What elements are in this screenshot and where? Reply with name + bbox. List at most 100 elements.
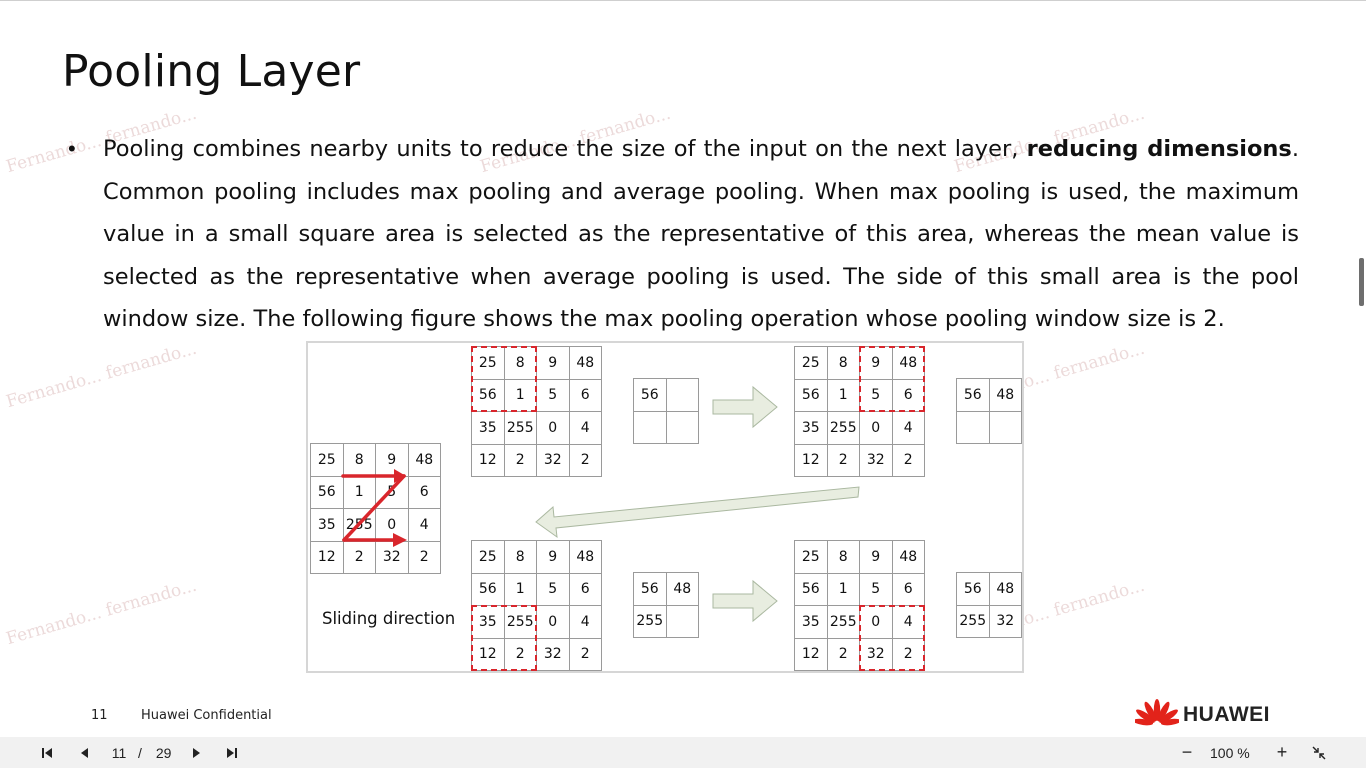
bold-phrase: reducing dimensions — [1026, 136, 1292, 162]
matrix-cell: 1 — [504, 379, 537, 412]
matrix-cell: 0 — [537, 412, 570, 445]
matrix-cell: 255 — [827, 412, 860, 445]
matrix-cell: 8 — [827, 347, 860, 380]
previous-page-icon — [81, 747, 88, 758]
matrix-cell: 6 — [892, 379, 925, 412]
matrix-cell: 2 — [569, 444, 602, 477]
first-page-icon — [42, 747, 52, 758]
previous-page-button[interactable] — [74, 737, 96, 768]
slide-number: 11 — [91, 708, 108, 723]
matrix-cell: 0 — [860, 412, 893, 445]
matrix-cell: 1 — [343, 476, 376, 509]
matrix-cell: 2 — [569, 638, 602, 671]
step1-output-matrix: 56 — [633, 378, 699, 444]
exit-fullscreen-icon — [1312, 746, 1326, 759]
matrix-cell: 35 — [311, 509, 344, 542]
matrix-cell: 5 — [537, 573, 570, 606]
matrix-cell: 0 — [860, 606, 893, 639]
huawei-logo: HUAWEI — [1133, 698, 1285, 732]
viewer-toolbar: 11 / 29 − 100 % + — [0, 737, 1366, 768]
matrix-cell: 48 — [892, 541, 925, 574]
matrix-cell: 255 — [957, 605, 990, 638]
zoom-level[interactable]: 100 % — [1210, 744, 1250, 761]
matrix-cell: 0 — [537, 606, 570, 639]
matrix-cell: 32 — [376, 541, 409, 574]
matrix-cell — [634, 411, 667, 444]
matrix-cell: 56 — [472, 379, 505, 412]
matrix-cell: 4 — [569, 412, 602, 445]
matrix-cell: 48 — [569, 541, 602, 574]
matrix-cell: 255 — [504, 606, 537, 639]
matrix-cell: 35 — [472, 606, 505, 639]
bullet-dot: • — [68, 136, 76, 161]
page-indicator: 11 / 29 — [106, 737, 172, 768]
matrix-cell — [666, 605, 699, 638]
matrix-cell — [957, 411, 990, 444]
matrix-cell: 8 — [504, 541, 537, 574]
matrix-cell: 48 — [989, 573, 1022, 606]
matrix-cell: 56 — [311, 476, 344, 509]
matrix-cell: 9 — [860, 541, 893, 574]
matrix-cell: 48 — [408, 444, 441, 477]
page-separator: / — [138, 744, 142, 761]
matrix-cell: 2 — [892, 444, 925, 477]
matrix-cell — [666, 411, 699, 444]
matrix-cell: 2 — [827, 638, 860, 671]
matrix-cell: 4 — [408, 509, 441, 542]
watermark: Fernando... fernando... — [4, 575, 199, 650]
matrix-cell: 6 — [569, 379, 602, 412]
matrix-cell: 8 — [343, 444, 376, 477]
matrix-cell: 1 — [504, 573, 537, 606]
matrix-cell: 6 — [408, 476, 441, 509]
sliding-direction-caption: Sliding direction — [322, 609, 456, 628]
matrix-cell: 48 — [666, 573, 699, 606]
matrix-cell: 2 — [827, 444, 860, 477]
last-page-button[interactable] — [221, 737, 243, 768]
matrix-cell: 32 — [860, 444, 893, 477]
next-page-icon — [193, 747, 200, 758]
zoom-in-button[interactable]: + — [1276, 742, 1288, 762]
matrix-cell: 5 — [376, 476, 409, 509]
matrix-cell: 12 — [472, 444, 505, 477]
matrix-cell: 32 — [989, 605, 1022, 638]
watermark: Fernando... fernando... — [4, 338, 199, 413]
bullet-paragraph: Pooling combines nearby units to reduce … — [103, 136, 1299, 333]
exit-fullscreen-button[interactable] — [1307, 737, 1331, 768]
total-pages: 29 — [155, 744, 172, 761]
top-divider — [0, 0, 1366, 1]
matrix-cell: 25 — [311, 444, 344, 477]
next-page-button[interactable] — [185, 737, 207, 768]
matrix-cell: 25 — [472, 347, 505, 380]
matrix-cell: 25 — [795, 347, 828, 380]
current-page-input[interactable]: 11 — [111, 744, 127, 761]
scrollbar-thumb[interactable] — [1359, 258, 1364, 306]
matrix-cell: 0 — [376, 509, 409, 542]
matrix-cell: 56 — [472, 573, 505, 606]
matrix-cell: 56 — [957, 573, 990, 606]
matrix-cell — [989, 411, 1022, 444]
matrix-cell: 255 — [504, 412, 537, 445]
matrix-cell: 56 — [634, 573, 667, 606]
brand-name: HUAWEI — [1183, 703, 1270, 726]
matrix-cell: 32 — [860, 638, 893, 671]
matrix-cell: 8 — [504, 347, 537, 380]
matrix-cell: 5 — [860, 379, 893, 412]
matrix-cell: 32 — [537, 638, 570, 671]
confidential-label: Huawei Confidential — [141, 708, 272, 723]
matrix-cell: 56 — [957, 379, 990, 412]
matrix-cell: 6 — [892, 573, 925, 606]
first-page-button[interactable] — [36, 737, 58, 768]
matrix-cell: 2 — [504, 444, 537, 477]
matrix-cell: 25 — [472, 541, 505, 574]
matrix-cell: 56 — [795, 573, 828, 606]
matrix-cell: 35 — [795, 412, 828, 445]
matrix-cell: 6 — [569, 573, 602, 606]
zoom-out-button[interactable]: − — [1181, 742, 1193, 762]
